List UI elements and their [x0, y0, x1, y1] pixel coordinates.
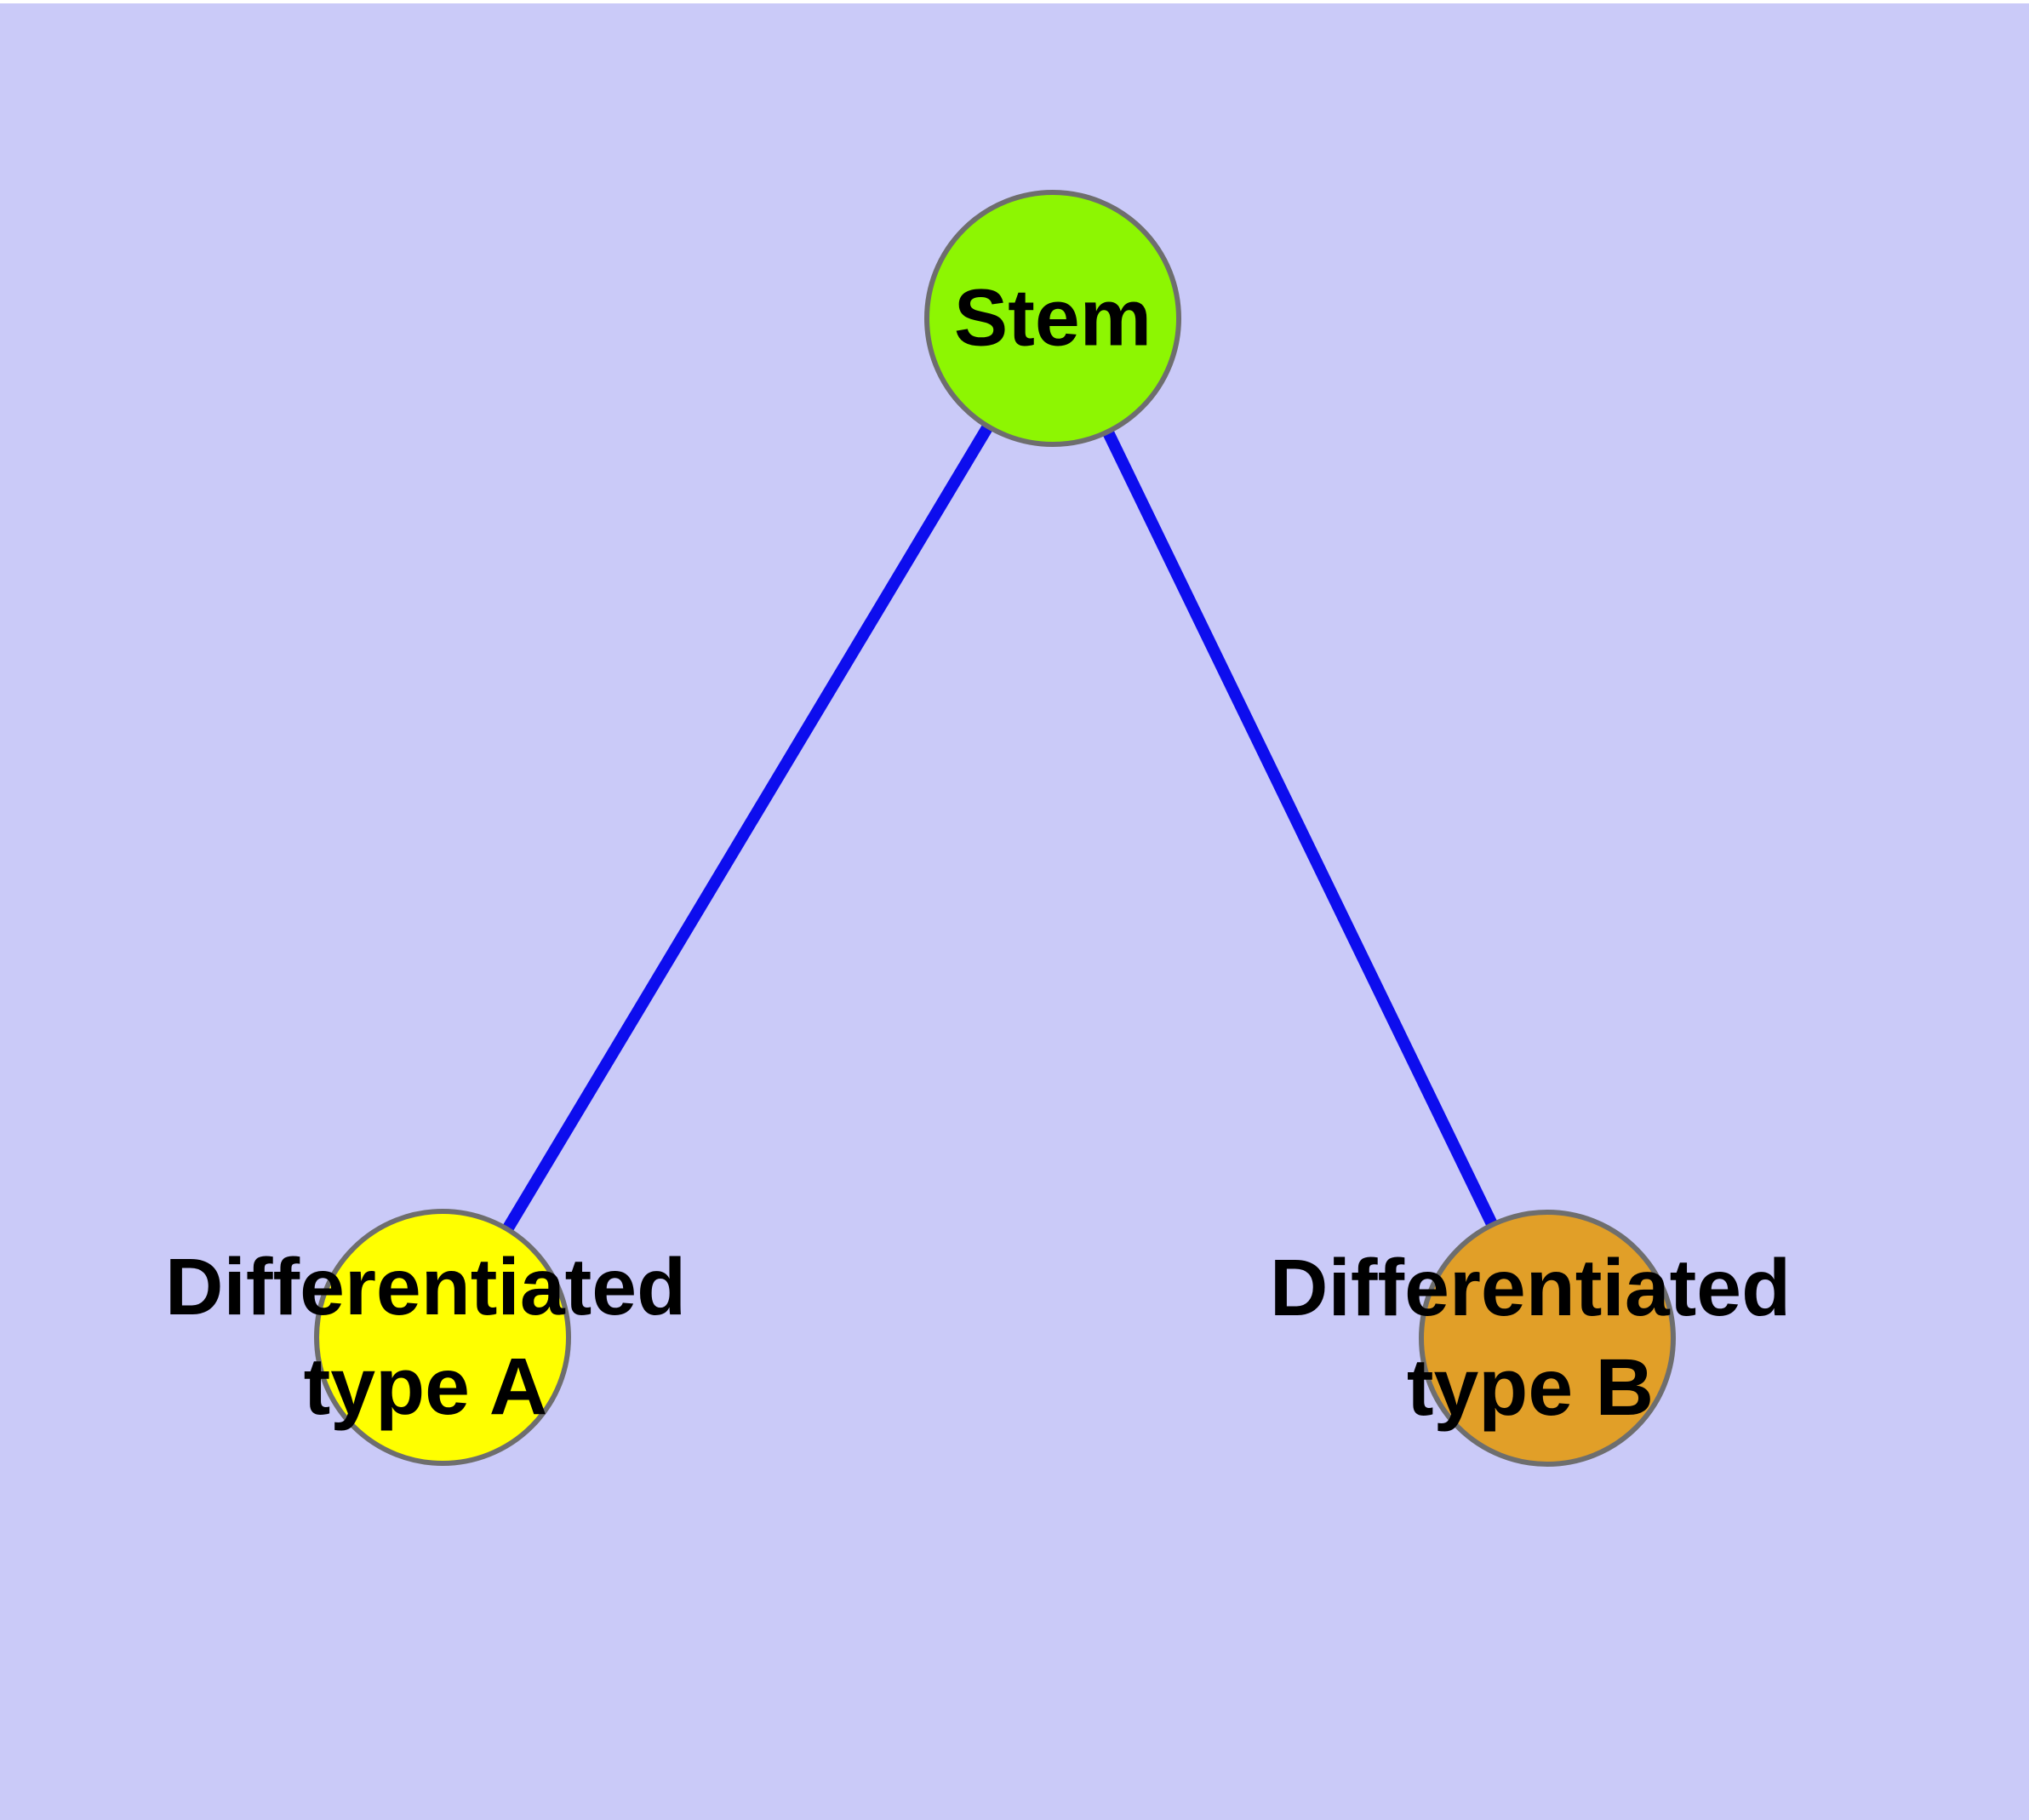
node-stem-label: Stem	[953, 272, 1152, 363]
node-type-b-label-line2: type B	[1406, 1342, 1655, 1433]
node-type-b-label-line1: Differentiated	[1269, 1243, 1792, 1333]
node-type-a-label-line2: type A	[303, 1342, 548, 1432]
node-type-a-label: Differentiated type A	[165, 1238, 686, 1437]
node-type-b-circle	[1419, 1210, 1676, 1467]
edge-stem-to-type-a	[437, 315, 1059, 1341]
node-stem-circle	[924, 190, 1181, 447]
node-type-a-label-line1: Differentiated	[164, 1242, 687, 1332]
edge-stem-to-type-b	[1047, 315, 1553, 1342]
graph-canvas	[314, 190, 1676, 1467]
node-type-a-circle	[314, 1209, 571, 1466]
node-type-b-label: Differentiated type B	[1270, 1239, 1791, 1438]
